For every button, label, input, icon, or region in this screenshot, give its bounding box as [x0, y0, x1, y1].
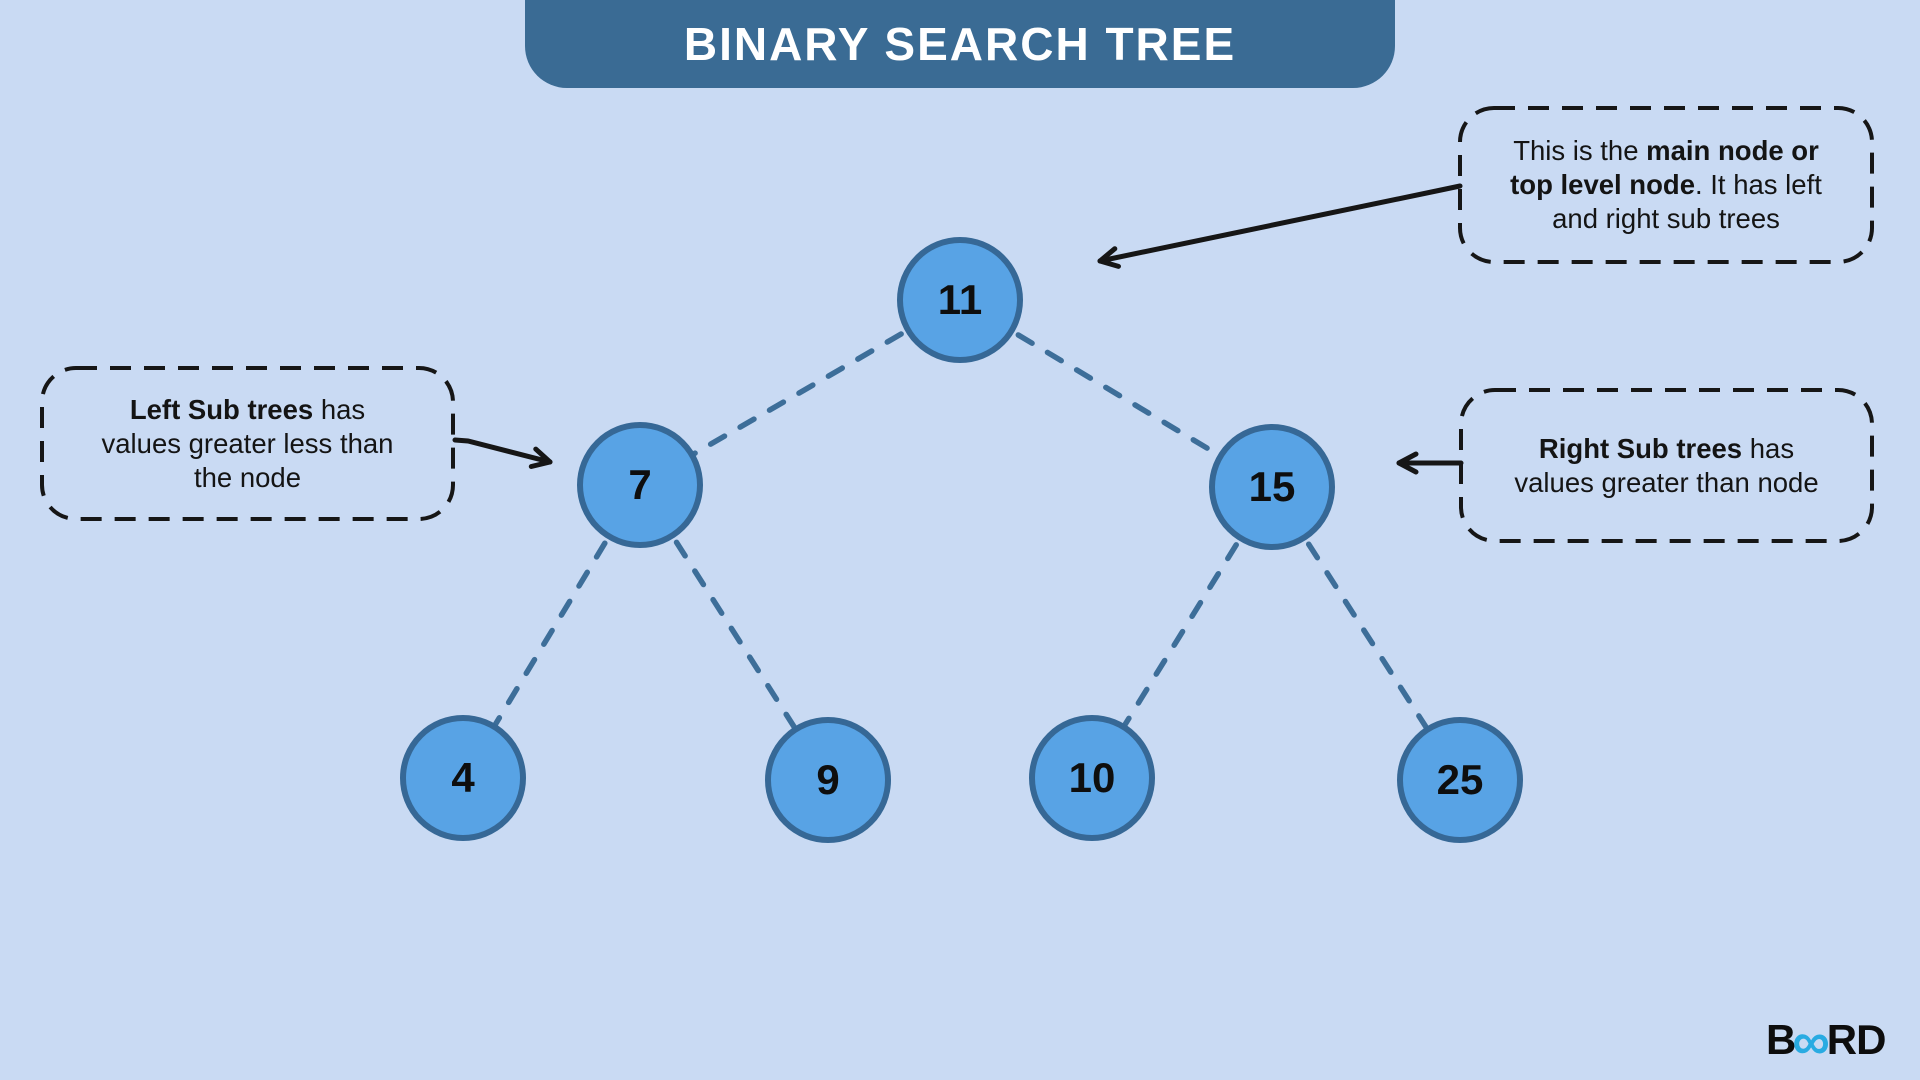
callout-text-line: values greater than node — [1514, 466, 1818, 500]
tree-edge-7-9 — [637, 482, 831, 783]
callout-text: . It has left — [1695, 169, 1822, 200]
callout-text-bold: main node or — [1646, 135, 1819, 166]
tree-node-10: 10 — [1029, 715, 1155, 841]
tree-node-4: 4 — [400, 715, 526, 841]
callout-text: the node — [193, 461, 302, 493]
node-value: 9 — [816, 756, 840, 803]
callout-text: values greater less than — [101, 427, 394, 459]
arrow-to-left-subtree — [452, 437, 553, 470]
node-value: 15 — [1248, 463, 1296, 510]
callout-border-left — [40, 366, 455, 521]
node-value: 25 — [1436, 756, 1484, 803]
callout-text-bold: Left Sub trees — [129, 393, 314, 425]
callout-text-bold: Right Sub trees — [1538, 432, 1743, 464]
tree-node-9: 9 — [765, 717, 891, 843]
infinity-icon: ∞ — [1792, 1012, 1830, 1071]
title-banner: BINARY SEARCH TREE — [525, 0, 1395, 88]
node-value: 11 — [937, 276, 983, 323]
callout-text-line: the node — [194, 461, 301, 495]
callout-border-main — [1458, 106, 1874, 264]
node-value: 4 — [451, 754, 475, 801]
callout-text-bold: top level node — [1510, 169, 1695, 200]
callout-text-line: and right sub trees — [1552, 202, 1780, 236]
arrow-to-root-node — [1097, 183, 1463, 269]
callout-text: and right sub trees — [1552, 203, 1780, 234]
tree-node-15: 15 — [1209, 424, 1335, 550]
callout-text: has — [1742, 432, 1795, 464]
page-title: BINARY SEARCH TREE — [683, 18, 1237, 70]
node-value: 10 — [1068, 754, 1116, 801]
callout-text-line: Left Sub trees has — [130, 393, 365, 427]
tree-node-25: 25 — [1397, 717, 1523, 843]
tree-edge-11-15 — [957, 297, 1275, 490]
node-value: 7 — [628, 461, 652, 508]
callout-text-line: values greater less than — [102, 427, 394, 461]
tree-node-11: 11 — [897, 237, 1023, 363]
callout-text-line: This is the main node or — [1513, 134, 1819, 168]
board-logo: B∞RD — [1766, 1012, 1887, 1071]
callout-text-line: top level node. It has left — [1510, 168, 1822, 202]
callout-text: has — [313, 393, 366, 425]
logo-text-b: B — [1766, 1015, 1796, 1063]
callout-text: values greater than node — [1514, 466, 1819, 498]
annotation-arrows — [452, 183, 1464, 475]
tree-node-7: 7 — [577, 422, 703, 548]
logo-text-rd: RD — [1826, 1015, 1887, 1063]
callout-text-line: Right Sub trees has — [1539, 432, 1794, 466]
callout-text: This is the — [1513, 135, 1647, 166]
